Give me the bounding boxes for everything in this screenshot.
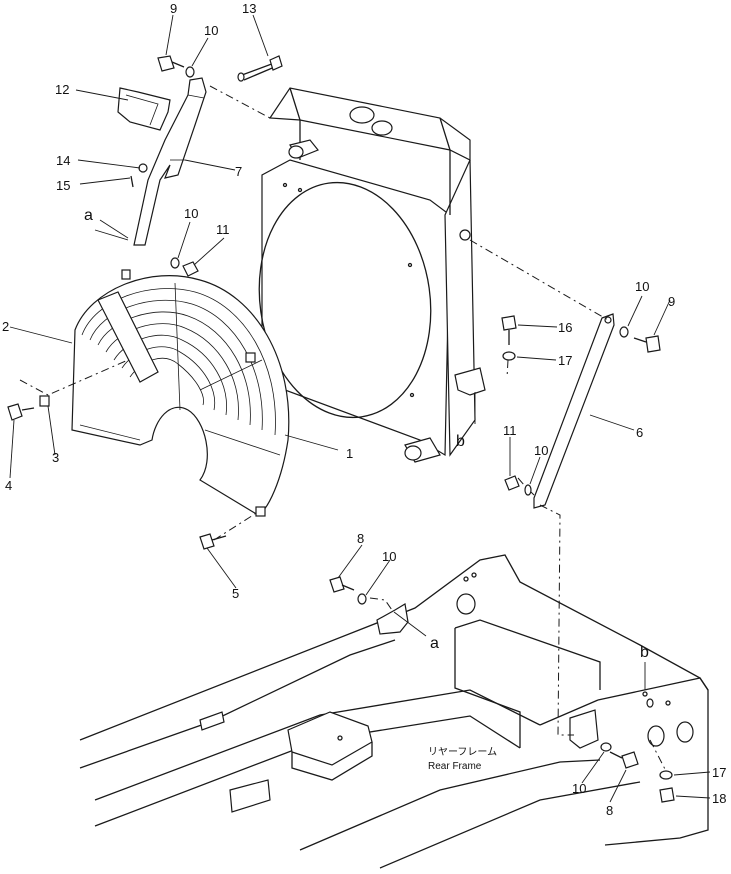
- ref-a-upper: a: [84, 207, 93, 224]
- ref-a-lower: a: [430, 635, 439, 652]
- stay-upper: [133, 77, 207, 246]
- ref-b-lower: b: [640, 644, 649, 661]
- callout-3: 3: [52, 450, 59, 465]
- frame-label-en: Rear Frame: [428, 761, 482, 772]
- callout-17-lower: 17: [712, 765, 726, 780]
- callout-10-lowright: 10: [534, 443, 548, 458]
- callout-4: 4: [5, 478, 12, 493]
- callout-13: 13: [242, 1, 256, 16]
- callout-9-top: 9: [170, 1, 177, 16]
- callout-15: 15: [56, 178, 70, 193]
- callout-labels: 1 2 3 4 5 6 7 8 8 9 9 10 10 10 10 10 10 …: [2, 1, 726, 818]
- callout-6: 6: [636, 425, 643, 440]
- radiator: [258, 87, 486, 463]
- callout-18: 18: [712, 791, 726, 806]
- callout-10-right: 10: [635, 279, 649, 294]
- callout-8-low: 8: [606, 803, 613, 818]
- callout-12: 12: [55, 82, 69, 97]
- callout-17-upper: 17: [558, 353, 572, 368]
- callout-11-a: 11: [216, 222, 230, 237]
- leader-lines: [9, 14, 711, 803]
- stay-side: [533, 313, 615, 509]
- frame-label-jp: リヤーフレーム: [428, 746, 497, 758]
- callout-8-mid: 8: [357, 531, 364, 546]
- callout-5: 5: [232, 586, 239, 601]
- bracket-12: [117, 87, 171, 131]
- callout-14: 14: [56, 153, 70, 168]
- callout-10-a: 10: [184, 206, 198, 221]
- callout-9-right: 9: [668, 294, 675, 309]
- callout-16: 16: [558, 320, 572, 335]
- fan-guard: [71, 269, 290, 517]
- fasteners: [7, 55, 675, 803]
- callout-2: 2: [2, 319, 9, 334]
- ref-b-upper: b: [456, 433, 465, 450]
- rear-frame: [79, 554, 709, 869]
- callout-10-low: 10: [572, 781, 586, 796]
- callout-11-right: 11: [503, 423, 517, 438]
- callout-10-top: 10: [204, 23, 218, 38]
- callout-10-mid: 10: [382, 549, 396, 564]
- callout-1: 1: [346, 446, 353, 461]
- callout-7: 7: [235, 164, 242, 179]
